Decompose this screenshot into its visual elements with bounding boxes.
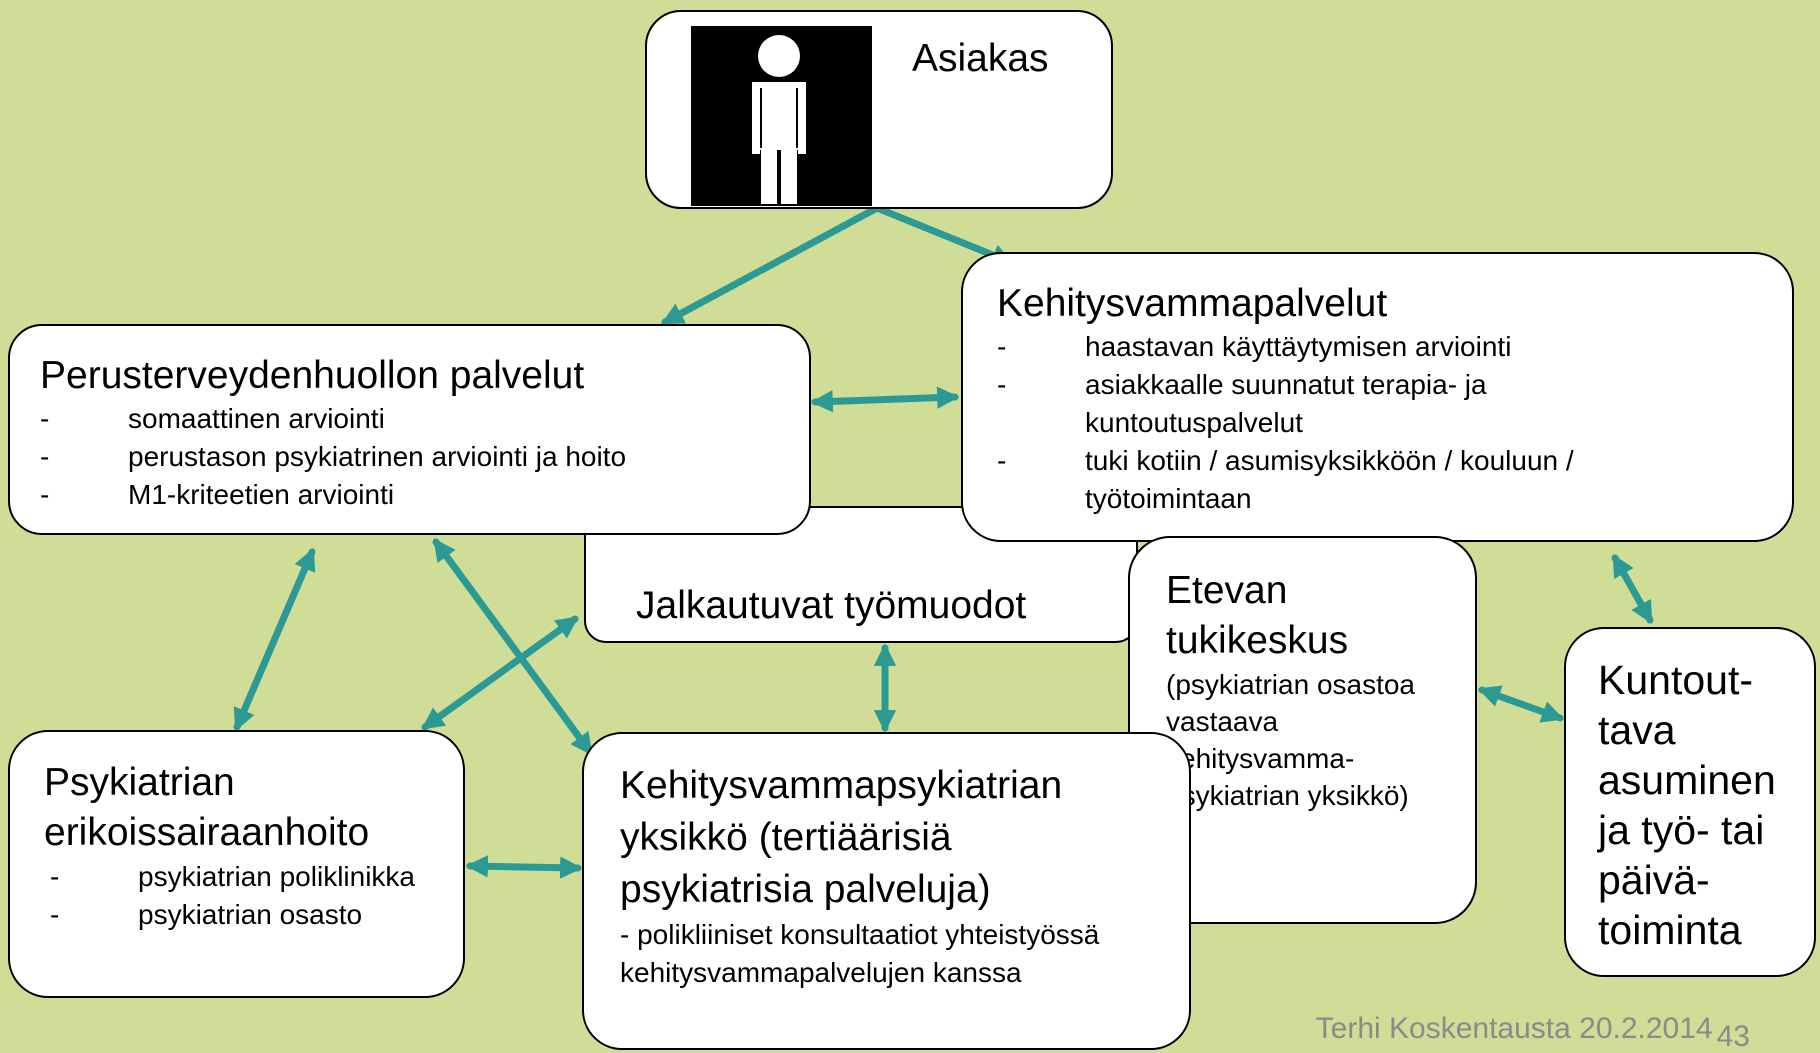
kehitys-list: haastavan käyttäytymisen arviointi asiak… bbox=[997, 328, 1637, 518]
perus-list: somaattinen arviointi perustason psykiat… bbox=[40, 400, 799, 514]
kvpsyk-desc: - polikliiniset konsultaatiot yhteistyös… bbox=[620, 919, 1100, 988]
list-item: M1-kriteetien arviointi bbox=[40, 476, 799, 514]
arrow-jalkautuvat-psykiatrian bbox=[421, 615, 579, 731]
kehitys-title: Kehitysvammapalvelut bbox=[997, 282, 1388, 325]
etevan-title: Etevan tukikeskus bbox=[1166, 569, 1349, 662]
arrow-etevan-kuntouttava bbox=[1477, 685, 1565, 723]
arrow-perus-kvpsyk bbox=[432, 538, 594, 756]
kuntouttava-label: Kuntout-tava asuminen ja työ- tai päivä-… bbox=[1598, 657, 1776, 953]
kvpsyk-title: Kehitysvammapsykiatrian yksikkö (tertiää… bbox=[620, 764, 1063, 911]
kuntouttava-box: Kuntout-tava asuminen ja työ- tai päivä-… bbox=[1564, 627, 1816, 977]
arrow-perus-kehitys bbox=[810, 386, 960, 413]
list-item: somaattinen arviointi bbox=[40, 400, 799, 438]
jalkautuvat-label: Jalkautuvat työmuodot bbox=[636, 584, 1027, 627]
etevan-desc: (psykiatrian osastoa vastaava kehitysvam… bbox=[1166, 668, 1416, 811]
psykiatrian-box: Psykiatrian erikoissairaanhoito psykiatr… bbox=[8, 730, 465, 998]
perusterveydenhuolto-box: Perusterveydenhuollon palvelut somaattin… bbox=[8, 324, 811, 535]
person-icon bbox=[691, 26, 872, 206]
psykiatrian-list: psykiatrian poliklinikka psykiatrian osa… bbox=[50, 858, 444, 934]
arrow-psykiatrian-kvpsyk bbox=[465, 855, 583, 879]
asiakas-label: Asiakas bbox=[912, 37, 1049, 80]
list-item: tuki kotiin / asumisyksikköön / kouluun … bbox=[997, 442, 1637, 518]
asiakas-box: Asiakas bbox=[645, 10, 1113, 209]
kehitysvammapalvelut-box: Kehitysvammapalvelut haastavan käyttäyty… bbox=[961, 252, 1794, 542]
kehitysvammapsykiatria-box: Kehitysvammapsykiatrian yksikkö (tertiää… bbox=[582, 732, 1191, 1050]
page-number: 43 bbox=[1716, 1020, 1750, 1053]
list-item: asiakkaalle suunnatut terapia- ja kuntou… bbox=[997, 366, 1637, 442]
arrow-kehitys-kuntouttava bbox=[1611, 554, 1654, 624]
arrow-perus-psykiatrian bbox=[233, 547, 316, 732]
list-item: perustason psykiatrinen arviointi ja hoi… bbox=[40, 438, 799, 476]
psykiatrian-title: Psykiatrian erikoissairaanhoito bbox=[44, 761, 370, 854]
perus-title: Perusterveydenhuollon palvelut bbox=[40, 354, 585, 397]
arrow-asiakas-perus bbox=[661, 204, 881, 326]
list-item: psykiatrian osasto bbox=[50, 896, 444, 934]
list-item: haastavan käyttäytymisen arviointi bbox=[997, 328, 1637, 366]
list-item: psykiatrian poliklinikka bbox=[50, 858, 444, 896]
footer-author: Terhi Koskentausta 20.2.2014 bbox=[1315, 1012, 1713, 1045]
